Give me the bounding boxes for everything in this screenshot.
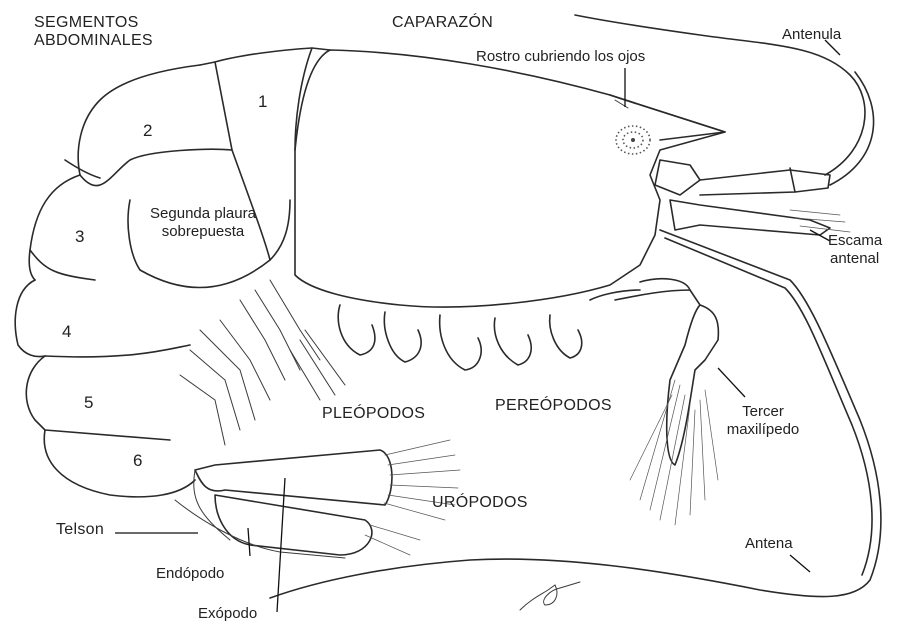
label-caparazon: CAPARAZÓN bbox=[392, 14, 493, 31]
label-segunda-line1: Segunda plaura bbox=[128, 205, 278, 222]
label-telson: Telson bbox=[56, 521, 104, 538]
pleopods bbox=[180, 280, 345, 445]
segment-number-2: 2 bbox=[143, 122, 152, 139]
label-escama-line2: antenal bbox=[830, 250, 879, 267]
eye-spot bbox=[616, 126, 650, 154]
segment-number-3: 3 bbox=[75, 228, 84, 245]
label-tercer-line2: maxilípedo bbox=[718, 421, 808, 438]
label-escama-line1: Escama bbox=[828, 232, 882, 249]
pereopods bbox=[338, 290, 640, 370]
segment-number-4: 4 bbox=[62, 323, 71, 340]
third-maxilliped bbox=[615, 279, 718, 525]
segment-number-1: 1 bbox=[258, 93, 267, 110]
segment-number-5: 5 bbox=[84, 394, 93, 411]
label-segmentos-line2: ABDOMINALES bbox=[34, 32, 153, 49]
label-segmentos-line1: SEGMENTOS bbox=[34, 14, 139, 31]
label-pleopodos: PLEÓPODOS bbox=[322, 405, 425, 422]
label-exopodo: Exópodo bbox=[198, 605, 257, 622]
telson-uropods bbox=[175, 440, 460, 558]
abdomen bbox=[15, 48, 330, 497]
carapace bbox=[295, 50, 725, 307]
signature-scribble bbox=[520, 582, 580, 610]
label-segunda-line2: sobrepuesta bbox=[128, 223, 278, 240]
label-uropodos: URÓPODOS bbox=[432, 494, 528, 511]
label-tercer-line1: Tercer bbox=[718, 403, 808, 420]
label-antenula: Antenula bbox=[782, 26, 841, 43]
label-endopodo: Endópodo bbox=[156, 565, 224, 582]
label-rostro: Rostro cubriendo los ojos bbox=[476, 48, 645, 65]
antennal-scale bbox=[670, 200, 850, 235]
segment-number-6: 6 bbox=[133, 452, 142, 469]
label-pereopodos: PEREÓPODOS bbox=[495, 397, 612, 414]
label-antena: Antena bbox=[745, 535, 793, 552]
